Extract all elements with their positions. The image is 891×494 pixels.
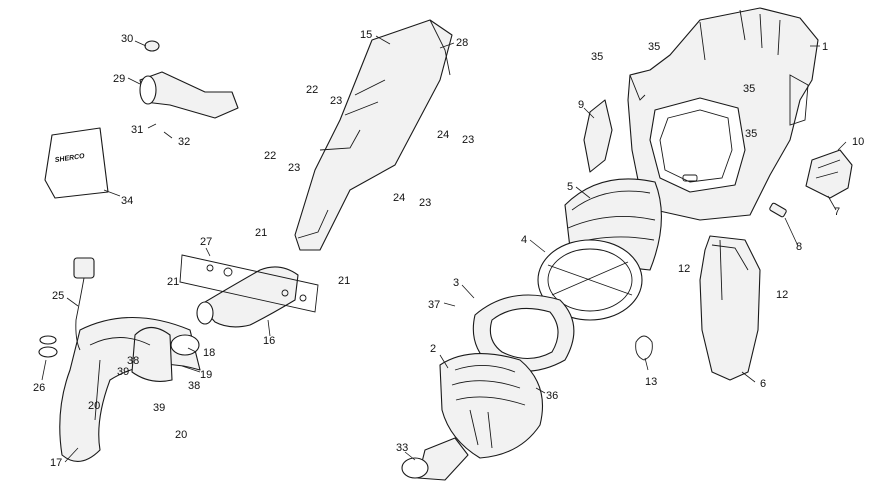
callout-13: 13 bbox=[645, 376, 657, 388]
callout-12b: 12 bbox=[776, 289, 788, 301]
callout-22a: 22 bbox=[306, 84, 318, 96]
callout-34: 34 bbox=[121, 195, 133, 207]
callout-38b: 38 bbox=[188, 380, 200, 392]
callout-36: 36 bbox=[546, 390, 558, 402]
end-cap-part bbox=[139, 40, 239, 119]
bag-label: SHERCO bbox=[54, 153, 85, 164]
side-flap-part bbox=[583, 99, 613, 173]
callout-24a: 24 bbox=[437, 129, 449, 141]
rear-mudguard-part bbox=[699, 235, 761, 381]
leader-lines bbox=[41, 35, 847, 463]
callout-labels: 1 2 3 4 5 6 7 8 9 10 12 12 13 15 28 16 1… bbox=[33, 29, 864, 469]
callout-9: 9 bbox=[578, 99, 584, 111]
callout-23a: 23 bbox=[330, 95, 342, 107]
callout-21c: 21 bbox=[338, 275, 350, 287]
intake-rubber-part bbox=[401, 437, 469, 481]
callout-10: 10 bbox=[852, 136, 864, 148]
intake-duct-part bbox=[439, 353, 544, 459]
callout-15: 15 bbox=[360, 29, 372, 41]
callout-21b: 21 bbox=[167, 276, 179, 288]
callout-35b: 35 bbox=[648, 41, 660, 53]
callout-12a: 12 bbox=[678, 263, 690, 275]
callout-21a: 21 bbox=[255, 227, 267, 239]
callout-28: 28 bbox=[456, 37, 468, 49]
parts-bag: SHERCO bbox=[44, 127, 109, 199]
callout-20b: 20 bbox=[175, 429, 187, 441]
airbox-part bbox=[627, 7, 819, 221]
callout-33: 33 bbox=[396, 442, 408, 454]
callout-32: 32 bbox=[178, 136, 190, 148]
callout-26: 26 bbox=[33, 382, 45, 394]
bracket-part bbox=[805, 149, 853, 199]
callout-23b: 23 bbox=[288, 162, 300, 174]
callout-31: 31 bbox=[131, 124, 143, 136]
callout-2: 2 bbox=[430, 343, 436, 355]
callout-25: 25 bbox=[52, 290, 64, 302]
callout-7: 7 bbox=[834, 206, 840, 218]
hose-clip-part bbox=[635, 335, 653, 361]
filter-cage-part bbox=[537, 239, 643, 321]
callout-23d: 23 bbox=[419, 197, 431, 209]
callout-1: 1 bbox=[822, 41, 828, 53]
callout-37: 37 bbox=[428, 299, 440, 311]
seal-washer-part bbox=[38, 335, 58, 358]
callout-3: 3 bbox=[453, 277, 459, 289]
callout-29: 29 bbox=[113, 73, 125, 85]
callout-35a: 35 bbox=[591, 51, 603, 63]
callout-8: 8 bbox=[796, 241, 802, 253]
callout-39a: 39 bbox=[117, 366, 129, 378]
small-sensor-part bbox=[769, 202, 787, 218]
callout-38a: 38 bbox=[127, 355, 139, 367]
gasket-kit-frame bbox=[179, 254, 319, 313]
callout-16: 16 bbox=[263, 335, 275, 347]
callout-35d: 35 bbox=[745, 128, 757, 140]
callout-19: 19 bbox=[200, 369, 212, 381]
callout-30: 30 bbox=[121, 33, 133, 45]
callout-24b: 24 bbox=[393, 192, 405, 204]
callout-4: 4 bbox=[521, 234, 527, 246]
callout-22b: 22 bbox=[264, 150, 276, 162]
callout-5: 5 bbox=[567, 181, 573, 193]
callout-39b: 39 bbox=[153, 402, 165, 414]
o2-sensor-part bbox=[73, 257, 95, 351]
callout-18: 18 bbox=[203, 347, 215, 359]
callout-6: 6 bbox=[760, 378, 766, 390]
callout-23c: 23 bbox=[462, 134, 474, 146]
callout-35c: 35 bbox=[743, 83, 755, 95]
callout-27: 27 bbox=[200, 236, 212, 248]
filter-holder-part bbox=[472, 294, 575, 372]
callout-20a: 20 bbox=[88, 400, 100, 412]
callout-17: 17 bbox=[50, 457, 62, 469]
silencer-part bbox=[294, 19, 453, 251]
